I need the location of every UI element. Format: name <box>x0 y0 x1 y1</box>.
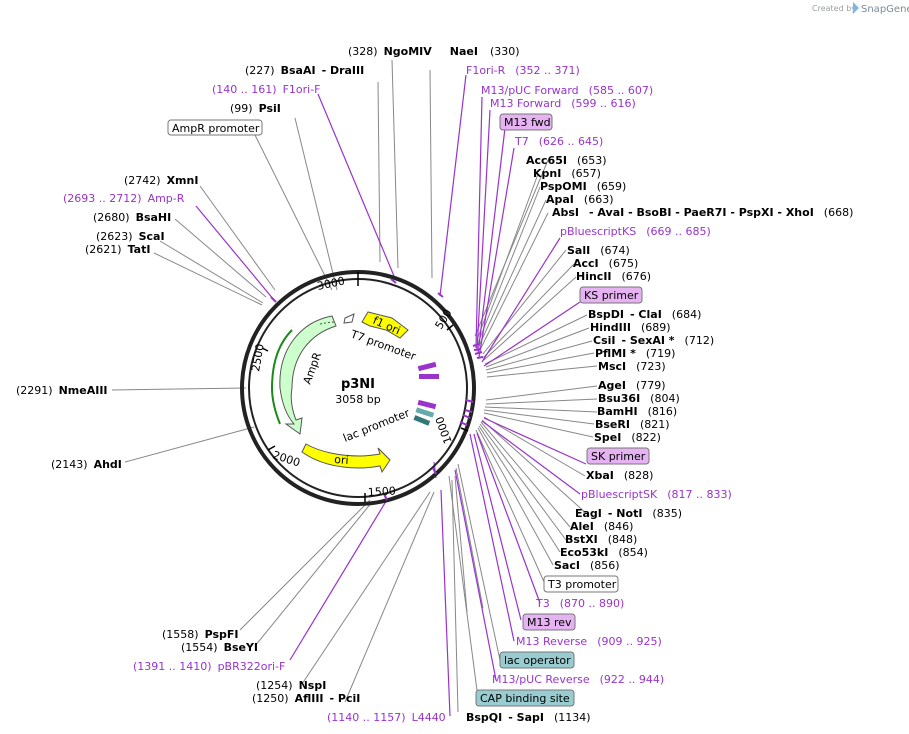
m13-rev-box[interactable] <box>522 613 576 631</box>
label-saci[interactable]: SacI(856) <box>554 559 620 572</box>
ks-primer-box[interactable] <box>579 286 643 304</box>
label-acci[interactable]: AccI(675) <box>573 257 638 270</box>
label-kpni[interactable]: KpnI(657) <box>533 167 601 180</box>
label-pspomi[interactable]: PspOMI(659) <box>540 180 626 193</box>
ampr-gene-line <box>270 329 293 425</box>
label-apai[interactable]: ApaI(663) <box>546 193 614 206</box>
label-ahdi[interactable]: (2143)AhdI <box>51 458 122 471</box>
scale-ticks <box>261 272 469 502</box>
label-eco53ki[interactable]: Eco53kI(854) <box>560 546 648 559</box>
label-xbai[interactable]: XbaI(828) <box>586 469 653 482</box>
plasmid-name: p3NI <box>341 377 375 392</box>
label-acc65i[interactable]: Acc65I(653) <box>526 154 607 167</box>
label-sk-primer: SK primer <box>591 450 646 463</box>
label-absi[interactable]: AbsI- AvaI - BsoBI - PaeR7I - PspXI - Xh… <box>552 206 853 219</box>
label-xmni[interactable]: (2742)XmnI <box>124 174 198 187</box>
leader-lines <box>111 59 598 713</box>
label-bseri[interactable]: BseRI(821) <box>595 418 670 431</box>
label-t3-promoter: T3 promoter <box>547 578 617 591</box>
m13-fwd-box[interactable] <box>499 113 553 131</box>
tick-label-2000: 2000 <box>271 448 302 469</box>
tick-label-2500: 2500 <box>249 343 267 373</box>
label-bsu36i[interactable]: Bsu36I(804) <box>598 392 680 405</box>
label-bseyi[interactable]: (1554)BseYI <box>181 641 258 654</box>
label-pspfi[interactable]: (1558)PspFI <box>162 628 238 641</box>
label-scai[interactable]: (2623)ScaI <box>96 230 165 243</box>
label-m13-reverse[interactable]: M13 Reverse(909 .. 925) <box>516 635 662 648</box>
label-m13-fwd: M13 fwd <box>504 116 551 129</box>
primer-marks <box>270 278 484 501</box>
tick-label-1000: 1000 <box>433 415 455 446</box>
label-ks-primer: KS primer <box>584 289 639 302</box>
label-m13-forward[interactable]: M13 Forward(599 .. 616) <box>490 97 636 110</box>
label-afliii[interactable]: (1250)AflIII- PciI <box>252 692 360 705</box>
ampr-promoter-feature[interactable] <box>343 313 355 324</box>
label-hincii[interactable]: HincII(676) <box>576 270 651 283</box>
label-agei[interactable]: AgeI(779) <box>598 379 666 392</box>
ori-feature[interactable] <box>301 443 391 474</box>
label-bsaai[interactable]: (227)BsaAI- DraIII <box>245 64 364 77</box>
plasmid-size: 3058 bp <box>335 393 380 406</box>
label-f1ori-f[interactable]: (140 .. 161)F1ori-F <box>212 83 321 96</box>
mcs-feature-bars <box>413 361 439 426</box>
label-spei[interactable]: SpeI(822) <box>594 431 661 444</box>
label-eagi[interactable]: EagI- NotI(835) <box>575 507 682 520</box>
tick-label-1500: 1500 <box>367 485 396 499</box>
label-t7[interactable]: T7(626 .. 645) <box>514 135 603 148</box>
label-tati[interactable]: (2621)TatI <box>85 243 150 256</box>
label-pbr322ori-f[interactable]: (1391 .. 1410)pBR322ori-F <box>133 660 285 673</box>
f1-ori-feature[interactable] <box>361 311 409 339</box>
label-bspqi[interactable]: BspQI- SapI(1134) <box>466 711 591 724</box>
label-t3[interactable]: T3(870 .. 890) <box>535 597 624 610</box>
snapgene-logo-icon <box>853 2 859 14</box>
label-alei[interactable]: AleI(846) <box>570 520 633 533</box>
label-nspi[interactable]: (1254)NspI <box>256 679 326 692</box>
ampr-dotted-line <box>319 321 335 325</box>
label-bstxi[interactable]: BstXI(848) <box>565 533 637 546</box>
label-bspdi[interactable]: BspDI- ClaI(684) <box>588 308 701 321</box>
sk-primer-box[interactable] <box>586 447 650 465</box>
label-m13-puc-reverse[interactable]: M13/pUC Reverse(922 .. 944) <box>492 673 664 686</box>
label-bamhi[interactable]: BamHI(816) <box>597 405 677 418</box>
lac-promoter-label: lac promoter <box>341 406 412 445</box>
label-ampr-promoter: AmpR promoter <box>172 122 260 135</box>
ampr-label: AmpR <box>301 350 325 386</box>
label-msci[interactable]: MscI(723) <box>598 360 666 373</box>
label-nmeaiii[interactable]: (2291)NmeAIII <box>16 384 108 397</box>
credit-brand: SnapGene <box>861 4 909 15</box>
tick-label-3000: 3000 <box>316 274 346 293</box>
primer-leader-lines <box>195 74 587 717</box>
t3-promoter-box[interactable] <box>543 575 619 593</box>
cap-binding-site-box[interactable] <box>475 689 575 707</box>
label-m13-puc-forward[interactable]: M13/pUC Forward(585 .. 607) <box>481 84 653 97</box>
label-hindiii[interactable]: HindIII(689) <box>590 321 671 334</box>
label-pflmi[interactable]: PflMI *(719) <box>595 347 675 360</box>
t7-promoter-label: T7 promoter <box>348 327 418 363</box>
label-csii[interactable]: CsiI- SexAI *(712) <box>593 334 714 347</box>
label-psii[interactable]: (99)PsiI <box>230 102 281 115</box>
label-amp-r[interactable]: (2693 .. 2712)Amp-R <box>63 192 185 205</box>
ori-label: ori <box>334 453 349 467</box>
label-pbluescriptsk[interactable]: pBluescriptSK(817 .. 833) <box>581 488 732 501</box>
label-cap-binding-site: CAP binding site <box>480 692 570 705</box>
credit-prefix: Created by <box>812 4 856 13</box>
label-lac-operator: lac operator <box>504 654 571 667</box>
label-m13-rev: M13 rev <box>527 616 572 629</box>
label-f1ori-r[interactable]: F1ori-R(352 .. 371) <box>466 64 580 77</box>
label-bsahi[interactable]: (2680)BsaHI <box>93 211 171 224</box>
ampr-promoter-box[interactable] <box>167 119 263 136</box>
label-l4440[interactable]: (1140 .. 1157)L4440 <box>327 711 446 724</box>
ampr-feature[interactable] <box>279 315 337 435</box>
label-pbluescriptks[interactable]: pBluescriptKS(669 .. 685) <box>560 225 711 238</box>
label-sali[interactable]: SalI(674) <box>567 244 630 257</box>
lac-operator-box[interactable] <box>499 651 575 669</box>
